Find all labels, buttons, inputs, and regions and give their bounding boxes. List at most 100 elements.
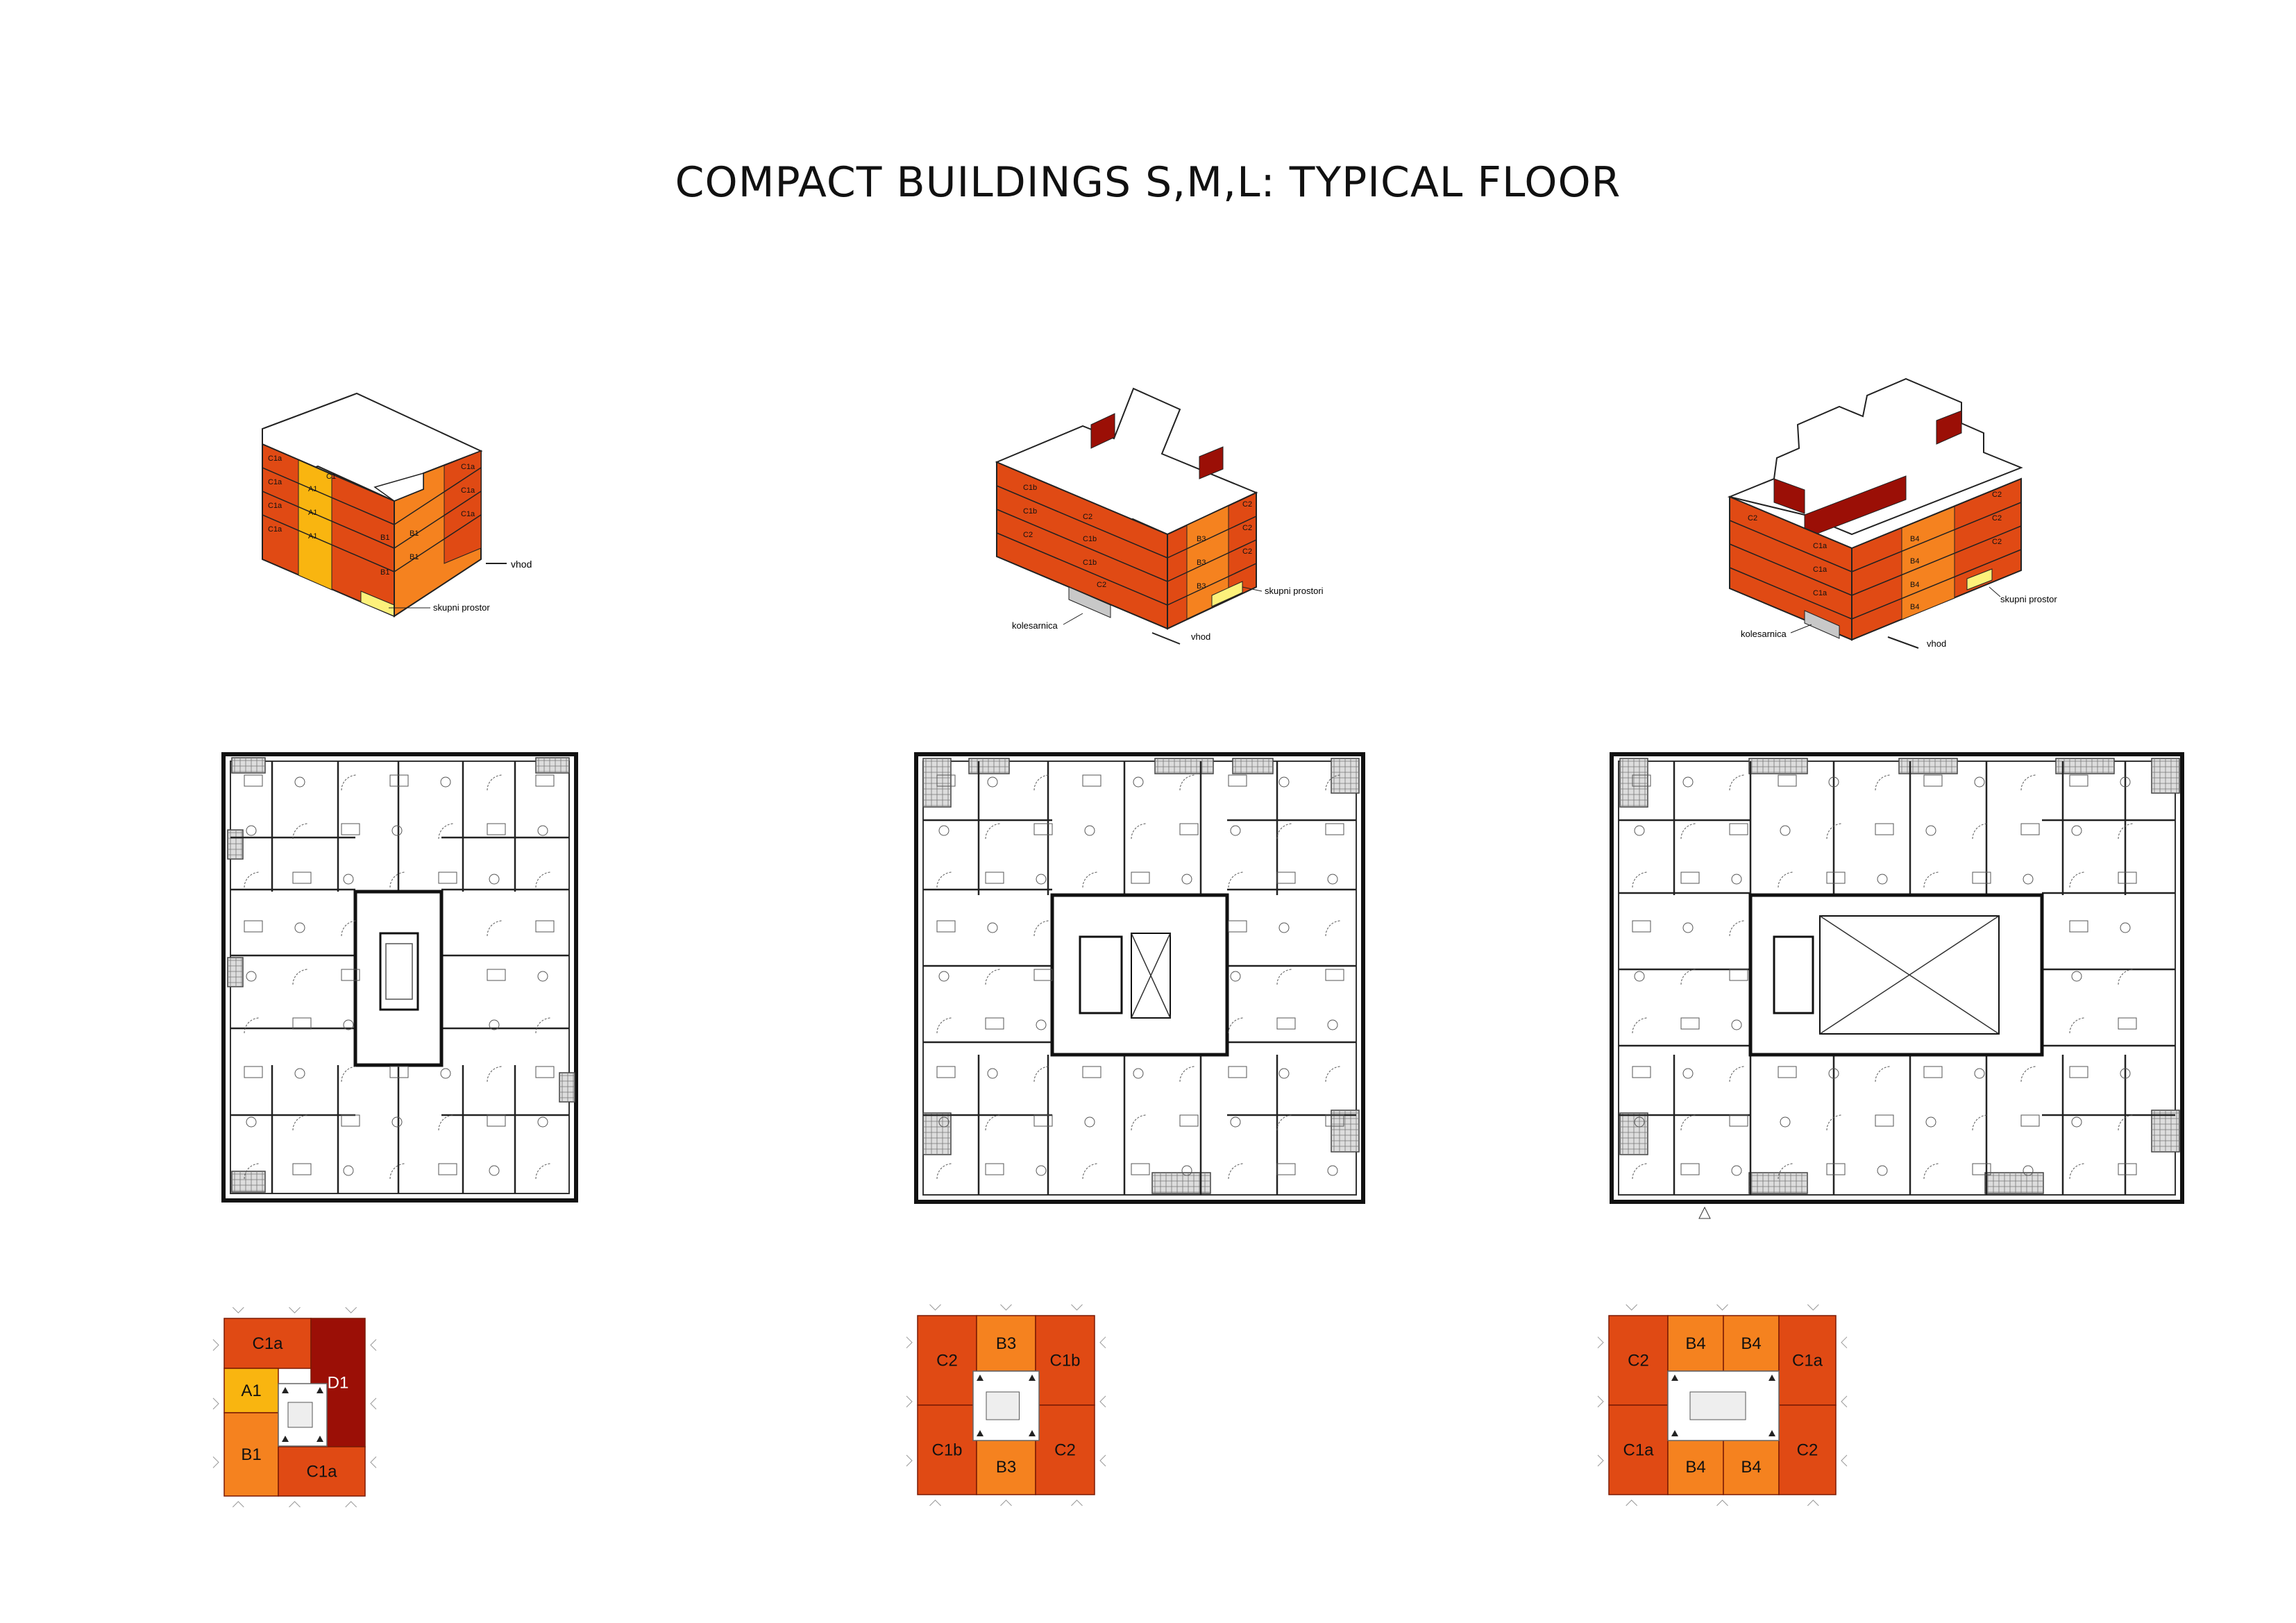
door-swing [1826, 823, 1843, 840]
core-elevator [1689, 1391, 1746, 1420]
unit-cell-label: C2 [1628, 1352, 1649, 1370]
door-swing [1131, 1114, 1147, 1131]
common-space-medium [1211, 581, 1243, 607]
unit-cell-c2 [1778, 1404, 1837, 1495]
door-swing [2020, 1066, 2037, 1082]
fixture [1230, 825, 1241, 836]
unit-label: C1a [1813, 589, 1827, 597]
furniture-table [535, 1066, 555, 1078]
door-swing [535, 1163, 552, 1180]
unit-label: A1 [308, 485, 317, 493]
door-swing [2069, 1163, 2086, 1180]
furniture-table [1680, 1017, 1700, 1030]
entrance-label-medium: vhod [1191, 631, 1210, 642]
unit-cell-c1a [223, 1318, 312, 1369]
unit-cell-b4 [1723, 1438, 1780, 1495]
door-swing [535, 872, 552, 888]
unit-cell-c2 [917, 1315, 977, 1406]
floor-plan-small [221, 752, 578, 1203]
roof-accent2-large [1936, 410, 1962, 445]
fixture [1133, 776, 1144, 788]
floor-line [1729, 520, 1852, 572]
core-elevator [287, 1402, 313, 1428]
furniture-table [535, 774, 555, 787]
balcony [227, 957, 244, 987]
fixture [1974, 1068, 1985, 1079]
furniture-table [292, 1163, 312, 1175]
fixture [1181, 874, 1192, 885]
unit-cell-label: C1a [252, 1334, 283, 1353]
balcony [1984, 1172, 2044, 1194]
fixture [1036, 874, 1047, 885]
door-swing [487, 774, 503, 791]
fixture [1682, 1068, 1694, 1079]
furniture-table [1729, 823, 1748, 835]
furniture-table [936, 1066, 956, 1078]
door-swing [1033, 774, 1050, 791]
door-swing [438, 1114, 455, 1131]
balcony [231, 757, 266, 774]
door-swing [1082, 1163, 1099, 1180]
fixture [1278, 1068, 1290, 1079]
unit-label: C1a [268, 525, 282, 534]
door-swing [1632, 1163, 1648, 1180]
door-swing [1826, 1114, 1843, 1131]
unit-cell-label: C2 [936, 1352, 958, 1370]
furniture-table [1179, 823, 1199, 835]
floor-line [394, 514, 482, 572]
door-swing [1875, 774, 1891, 791]
fixture [1327, 1165, 1338, 1176]
common-space-large [1966, 568, 1993, 590]
furniture-table [1632, 774, 1651, 787]
access-marker-icon [1769, 1430, 1775, 1436]
roof-accent-large [1773, 478, 1805, 514]
unit-cell-label: B4 [1685, 1458, 1705, 1477]
furniture-table [341, 823, 360, 835]
courtyard-small [373, 473, 424, 502]
fixture [1780, 825, 1791, 836]
access-marker-icon [1029, 1375, 1036, 1381]
furniture-table [1228, 1066, 1247, 1078]
door-swing [2118, 823, 2134, 840]
facade-a1-small [298, 459, 332, 590]
furniture-table [1276, 872, 1296, 884]
view-marker-icon [345, 1307, 357, 1314]
floor-line [1851, 549, 2022, 620]
unit-label: A1 [308, 509, 317, 517]
door-swing [1729, 1066, 1746, 1082]
fixture [1133, 1068, 1144, 1079]
door-swing [292, 969, 309, 985]
unit-label: C2 [1097, 581, 1106, 589]
door-swing [1179, 774, 1196, 791]
fixture [1036, 1165, 1047, 1176]
door-swing [1729, 920, 1746, 937]
furniture-table [1680, 1163, 1700, 1175]
unit-label: B3 [1197, 559, 1206, 567]
door-swing [1923, 1163, 1940, 1180]
door-swing [2069, 872, 2086, 888]
fixture [987, 776, 998, 788]
view-marker-icon [1099, 1336, 1106, 1349]
view-marker-icon [1807, 1499, 1819, 1506]
door-swing [1325, 774, 1342, 791]
furniture-table [487, 1114, 506, 1127]
fixture [391, 1116, 403, 1128]
view-marker-icon [1000, 1499, 1012, 1506]
fixture [1230, 971, 1241, 982]
floor-line [1851, 525, 2022, 596]
furniture-table [341, 1114, 360, 1127]
view-marker-icon [1071, 1499, 1083, 1506]
fixture [294, 776, 305, 788]
entrance-arrow-medium [1151, 632, 1181, 645]
floor-line [1167, 516, 1257, 559]
balcony [968, 758, 1010, 774]
furniture-table [244, 920, 263, 933]
unit-label: C2 [1992, 538, 2002, 546]
furniture-table [1972, 1163, 1991, 1175]
door-swing [1228, 1163, 1244, 1180]
fixture [246, 1116, 257, 1128]
bikes-label-large: kolesarnica [1741, 629, 1787, 639]
fixture [391, 825, 403, 836]
unit-label: C1b [1023, 484, 1037, 492]
